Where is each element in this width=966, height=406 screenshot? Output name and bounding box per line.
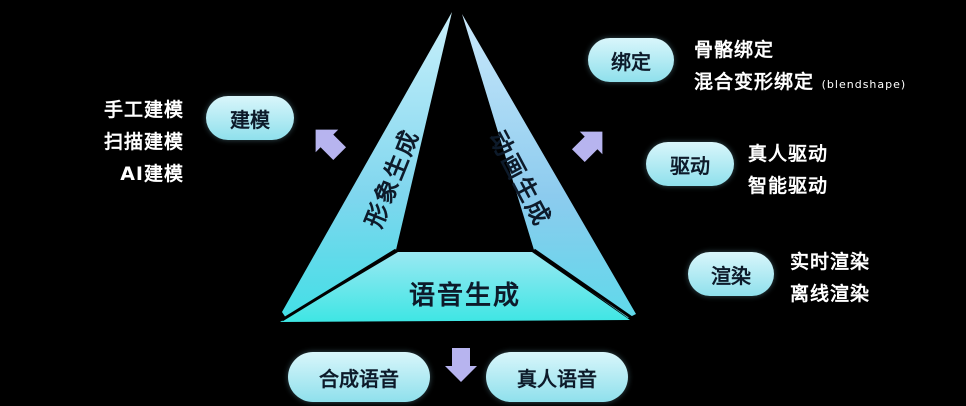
binding-item-blendshape: 混合变形绑定 (blendshape) [694, 66, 906, 101]
rendering-item: 实时渲染 [790, 251, 871, 273]
modeling-item: 手工建模 [103, 99, 184, 121]
bottom-side-segment [280, 252, 630, 322]
binding-list: 骨骼绑定 混合变形绑定 (blendshape) [694, 34, 906, 101]
left-side-segment [282, 12, 452, 318]
real-voice-pill: 真人语音 [486, 352, 628, 402]
binding-blendshape-label: 混合变形绑定 [694, 71, 815, 93]
modeling-item: AI建模 [120, 163, 184, 185]
modeling-item: 扫描建模 [103, 131, 184, 153]
driving-pill: 驱动 [646, 142, 734, 186]
modeling-list: 手工建模 扫描建模 AI建模 [86, 94, 184, 190]
synth-voice-pill: 合成语音 [288, 352, 430, 402]
driving-list: 真人驱动 智能驱动 [748, 138, 828, 202]
right-side-segment [462, 14, 636, 318]
bottom-label: 语音生成 [408, 281, 521, 311]
rendering-pill: 渲染 [688, 252, 774, 296]
rendering-item: 离线渲染 [790, 283, 871, 305]
modeling-pill: 建模 [206, 96, 294, 140]
binding-pill: 绑定 [588, 38, 674, 82]
binding-item-skeleton: 骨骼绑定 [694, 39, 775, 61]
driving-item: 真人驱动 [748, 143, 829, 165]
driving-item: 智能驱动 [748, 175, 829, 197]
rendering-list: 实时渲染 离线渲染 [790, 246, 870, 310]
binding-blendshape-note: (blendshape) [821, 78, 907, 91]
